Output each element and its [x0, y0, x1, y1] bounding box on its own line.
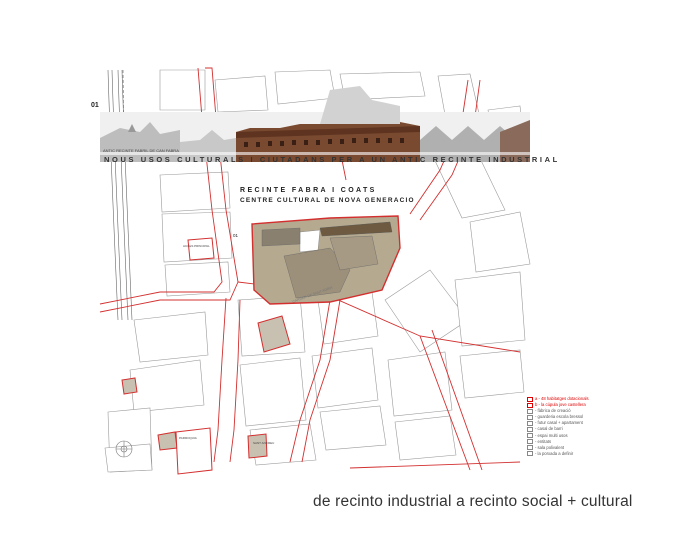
legend-swatch: [527, 408, 533, 414]
legend-item: - guarderia escola bressol: [527, 414, 589, 420]
project-title: RECINTE FABRA I COATS: [240, 187, 377, 194]
site-number-label: 01: [233, 233, 239, 238]
legend-item: - la porxada a definir: [527, 451, 589, 457]
legend-item: - espai multi usos: [527, 433, 589, 439]
legend-item: - casal de barri: [527, 426, 589, 433]
legend-item: - futur casal + apartament: [527, 420, 589, 426]
roundabout-icon: [115, 440, 133, 458]
legend-swatch: [527, 414, 533, 420]
legend-label: - entitats: [535, 438, 552, 444]
banner-photo-strip: [100, 86, 530, 162]
legend-item: - fàbrica de creació: [527, 408, 589, 414]
page-caption: de recinto industrial a recinto social +…: [313, 493, 633, 510]
legend-item: b - la cúpula jove castellera: [527, 402, 589, 408]
legend-swatch: [527, 451, 533, 457]
legend-label: b - la cúpula jove castellera: [535, 402, 586, 408]
district-label: SANT ANDREU: [253, 441, 275, 445]
legend-swatch: [527, 427, 533, 433]
banner-small-caption: ANTIC RECINTE FABRIL DE CAN FABRA: [103, 148, 179, 153]
legend-item: - sala polivalent: [527, 445, 589, 451]
legend-label: - espai multi usos: [535, 432, 568, 438]
legend-swatch: [527, 420, 533, 426]
legend-swatch: [527, 445, 533, 451]
access-label: ACCES PRINCIPAL: [183, 244, 210, 248]
legend-label: - sala polivalent: [535, 444, 565, 450]
panel-number: 01: [91, 102, 99, 109]
legend-label: - fàbrica de creació: [535, 408, 571, 414]
legend-label: a - 48 habitatges dotacionals: [535, 396, 589, 401]
highlighted-buildings: [121, 237, 291, 475]
main-site-fabra-coats: [251, 215, 401, 305]
legend-swatch: [527, 396, 533, 402]
legend-item: - entitats: [527, 439, 589, 445]
project-subtitle: CENTRE CULTURAL DE NOVA GENERACIO: [240, 197, 415, 204]
parish-label: PARROQUIA: [179, 436, 197, 440]
legend-label: - casal de barri: [535, 426, 563, 432]
legend-label: - guarderia escola bressol: [535, 414, 584, 420]
legend-swatch: [527, 402, 533, 408]
legend-label: - futur casal + apartament: [535, 420, 583, 426]
railway-lines: [107, 69, 133, 321]
legend-swatch: [527, 439, 533, 445]
legend-label: - la porxada a definir: [535, 450, 574, 456]
banner-headline: NOUS USOS CULTURALS I CIUTADANS PER A UN…: [104, 155, 560, 164]
legend-item: a - 48 habitatges dotacionals: [527, 396, 589, 402]
legend-swatch: [527, 433, 533, 439]
